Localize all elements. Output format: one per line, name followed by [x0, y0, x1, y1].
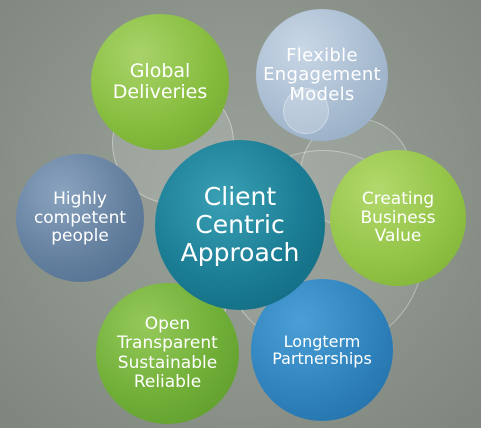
- bubble-label: Flexible Engagement Models: [263, 44, 381, 105]
- bubble-label: Open Transparent Sustainable Reliable: [117, 314, 218, 392]
- center-label: Client Centric Approach: [180, 182, 300, 267]
- bubble-flexible-engagement-models: Flexible Engagement Models: [256, 9, 388, 141]
- bubble-label: Global Deliveries: [112, 60, 208, 103]
- bubble-label: Longterm Partnerships: [272, 331, 372, 368]
- bubble-highly-competent-people: Highly competent people: [16, 154, 144, 282]
- bubble-creating-business-value: Creating Business Value: [330, 150, 466, 286]
- bubble-longterm-partnerships: Longterm Partnerships: [251, 279, 393, 421]
- bubble-label: Highly competent people: [33, 189, 127, 247]
- center-bubble-client-centric-approach: Client Centric Approach: [155, 140, 325, 310]
- bubble-global-deliveries: Global Deliveries: [91, 14, 229, 150]
- bubble-label: Creating Business Value: [360, 189, 436, 247]
